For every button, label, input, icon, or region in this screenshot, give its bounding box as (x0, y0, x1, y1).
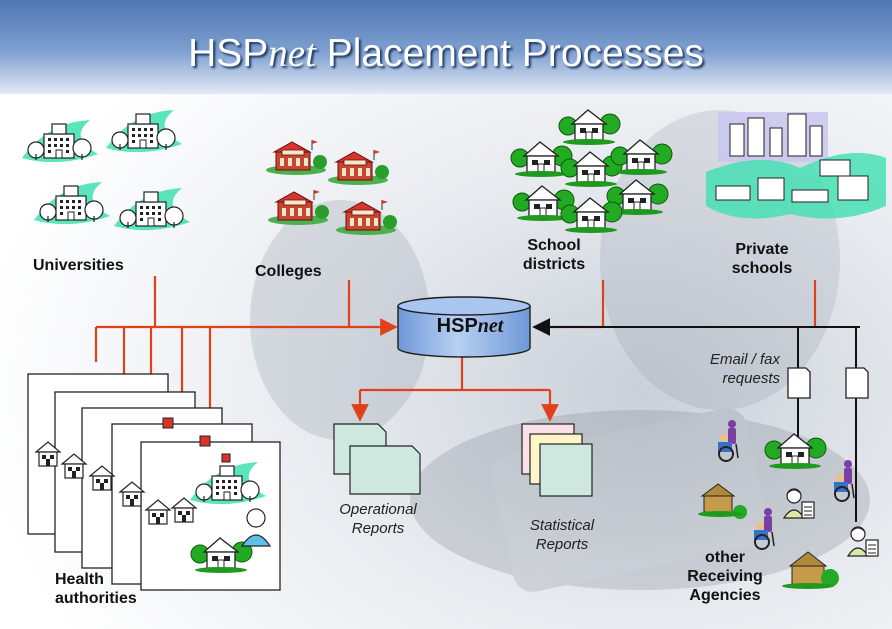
hspnet-database-icon (397, 296, 531, 358)
receiving-agencies-icon (698, 419, 879, 589)
operational-reports-label-line1: Operational (339, 501, 417, 518)
receiving-agencies-label: other Receiving Agencies (683, 548, 767, 605)
school-districts-label-line1: School (527, 237, 581, 254)
operational-reports-label-line2: Reports (351, 520, 405, 537)
health-authorities-label-line1: Health (55, 571, 104, 588)
universities-label: Universities (33, 257, 124, 274)
statistical-reports-icon (521, 423, 593, 497)
statistical-reports-label: Statistical Reports (508, 516, 616, 554)
title-banner: HSPnet Placement Processes (0, 0, 892, 96)
slide-title: HSPnet Placement Processes (188, 32, 704, 75)
health-authorities-label-line2: authorities (55, 590, 137, 607)
email-fax-label-line2: requests (722, 370, 780, 387)
hspnet-hub-label: HSPnet (436, 315, 504, 337)
receiving-agencies-label-line2: Receiving (687, 568, 763, 585)
statistical-reports-label-line2: Reports (535, 536, 589, 553)
operational-reports-label: Operational Reports (322, 500, 434, 538)
receiving-agencies-label-line1: other (705, 549, 745, 566)
request-lines (532, 318, 860, 522)
private-schools-label: Private schools (725, 240, 799, 278)
school-districts-label-line2: districts (522, 256, 586, 273)
statistical-reports-label-line1: Statistical (529, 517, 595, 534)
colleges-label: Colleges (255, 263, 322, 280)
request-document-icon (845, 367, 869, 399)
private-schools-label-line2: schools (731, 260, 793, 277)
doctor-icon (240, 508, 272, 547)
health-authorities-label: Health authorities (55, 570, 137, 608)
request-document-icon (787, 367, 811, 399)
title-band (0, 0, 892, 94)
email-fax-label: Email / fax requests (680, 350, 780, 388)
school-districts-label: School districts (519, 236, 589, 274)
receiving-agencies-label-line3: Agencies (689, 587, 761, 604)
operational-reports-icon (333, 423, 421, 495)
health-authority-pages (27, 373, 281, 591)
email-fax-label-line1: Email / fax (709, 351, 780, 368)
private-schools-label-line1: Private (735, 241, 789, 258)
private-schools-icon (706, 112, 886, 219)
